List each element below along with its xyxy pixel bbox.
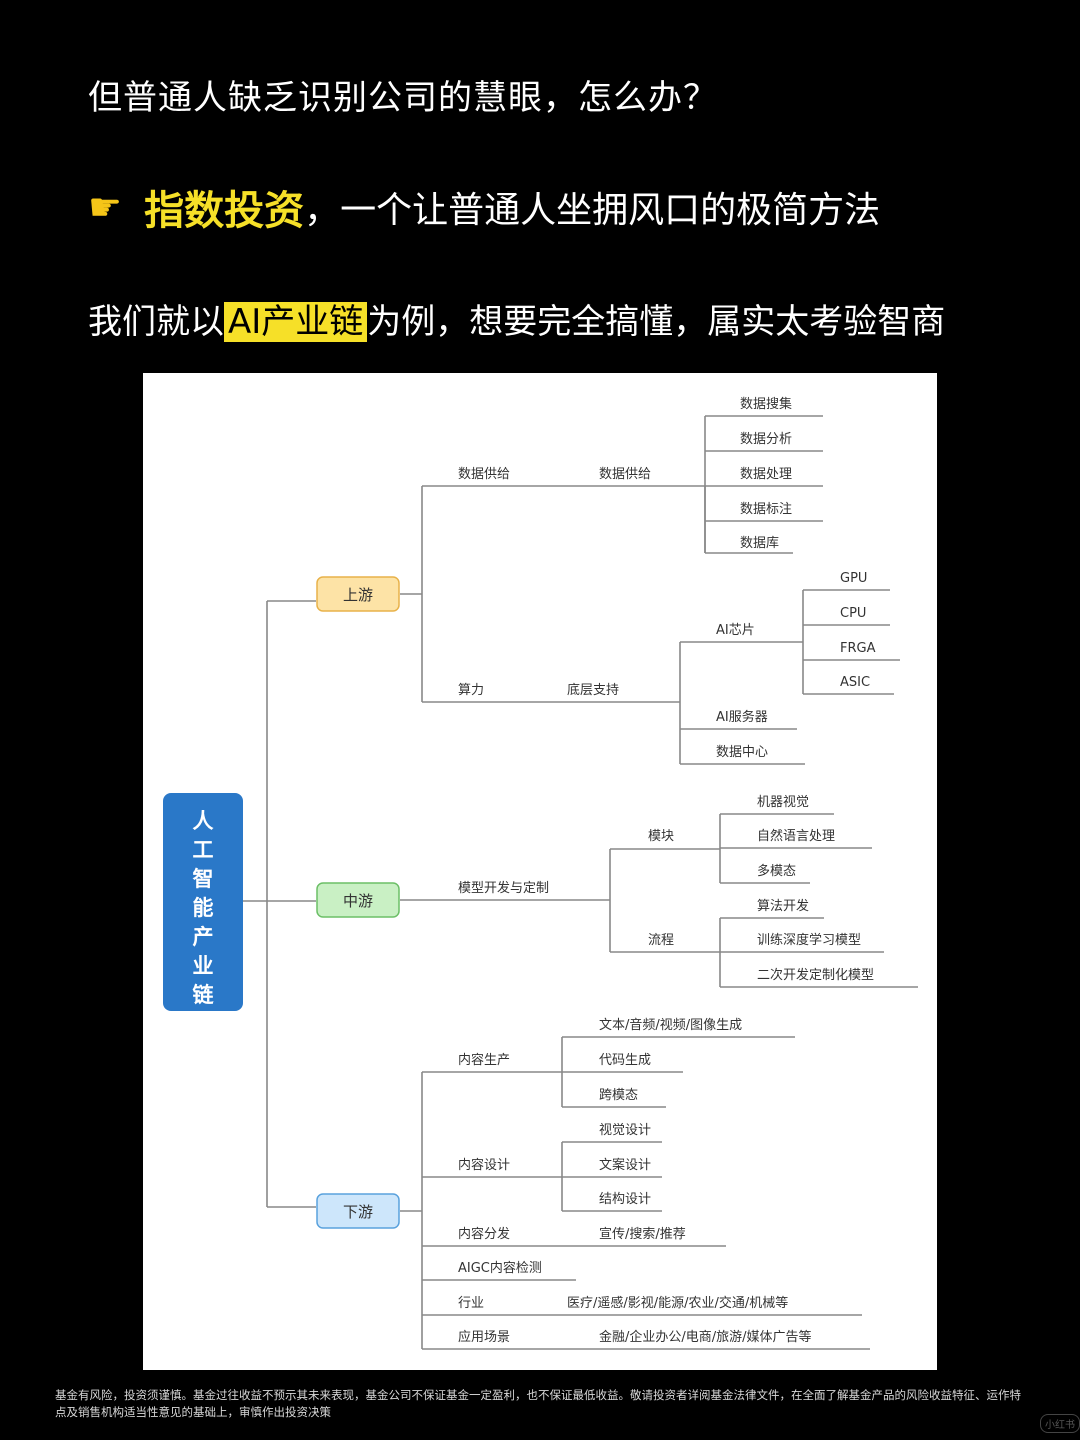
module: 模块 xyxy=(648,829,674,844)
data-item: 数据搜集 xyxy=(740,396,792,412)
root-node-label: 人工智能产业链 xyxy=(193,809,215,1007)
content-distribution-item: 宣传/搜索/推荐 xyxy=(599,1226,686,1242)
content-distribution: 内容分发 xyxy=(458,1226,510,1242)
content-production-item: 文本/音频/视频/图像生成 xyxy=(599,1017,742,1033)
upstream-data-supply: 数据供给 xyxy=(458,467,510,482)
upstream-compute-sub: 底层支持 xyxy=(567,682,619,698)
chip-item: FRGA xyxy=(840,641,876,656)
watermark-logo: 小红书 xyxy=(1040,1414,1080,1433)
heading-question: 但普通人缺乏识别公司的慧眼，怎么办？ xyxy=(88,78,718,118)
content-production: 内容生产 xyxy=(458,1052,510,1068)
midstream-label: 中游 xyxy=(343,892,373,910)
upstream-node xyxy=(316,576,400,612)
downstream-node xyxy=(316,1193,400,1229)
content-production-item: 代码生成 xyxy=(599,1053,651,1068)
ai-industry-chain-mindmap: 人工智能产业链 上游 中游 下游 数据供给 数据供给 数据搜集 数据分析 数据处… xyxy=(143,373,937,1370)
upstream-data-supply-sub: 数据供给 xyxy=(599,467,651,482)
process: 流程 xyxy=(648,933,674,948)
process-item: 二次开发定制化模型 xyxy=(757,967,874,983)
content-design-item: 结构设计 xyxy=(599,1192,651,1207)
industry-item: 医疗/遥感/影视/能源/农业/交通/机械等 xyxy=(567,1295,788,1311)
process-item: 算法开发 xyxy=(757,898,809,914)
data-item: 数据标注 xyxy=(740,502,792,517)
pointing-hand-icon: ☛ xyxy=(88,185,123,229)
downstream-label: 下游 xyxy=(343,1203,373,1221)
heading-ai-chain-after: 为例，想要完全搞懂，属实太考验智商 xyxy=(367,302,946,342)
data-item: 数据分析 xyxy=(740,432,792,447)
chip-item: CPU xyxy=(840,606,866,621)
content-design: 内容设计 xyxy=(458,1157,510,1173)
ai-chip: AI芯片 xyxy=(716,623,755,638)
content-design-item: 文案设计 xyxy=(599,1158,651,1173)
root-node xyxy=(163,793,243,1011)
model-development: 模型开发与定制 xyxy=(458,880,549,896)
data-center: 数据中心 xyxy=(716,745,768,760)
application-scenario-item: 金融/企业办公/电商/旅游/媒体广告等 xyxy=(599,1329,812,1345)
industry: 行业 xyxy=(458,1296,484,1311)
upstream-label: 上游 xyxy=(343,586,373,604)
chip-item: GPU xyxy=(840,571,867,586)
upstream-compute: 算力 xyxy=(458,683,484,698)
process-item: 训练深度学习模型 xyxy=(757,932,861,948)
highlight-index-investing: 指数投资 xyxy=(144,188,305,234)
module-item: 自然语言处理 xyxy=(757,828,835,844)
risk-disclaimer: 基金有风险，投资须谨慎。基金过往收益不预示其未来表现，基金公司不保证基金一定盈利… xyxy=(55,1388,1021,1419)
application-scenario: 应用场景 xyxy=(458,1329,510,1345)
module-item: 机器视觉 xyxy=(757,795,809,810)
chip-item: ASIC xyxy=(840,675,870,690)
heading-ai-chain-before: 我们就以 xyxy=(88,302,224,342)
aigc-detection: AIGC内容检测 xyxy=(458,1260,542,1276)
module-item: 多模态 xyxy=(757,863,796,879)
highlight-ai-chain: AI产业链 xyxy=(224,302,368,342)
heading-index-investing-rest: ，一个让普通人坐拥风口的极简方法 xyxy=(304,190,881,231)
midstream-node xyxy=(316,882,400,918)
content-production-item: 跨模态 xyxy=(599,1088,638,1103)
data-item: 数据处理 xyxy=(740,467,792,482)
ai-server: AI服务器 xyxy=(716,709,768,725)
content-design-item: 视觉设计 xyxy=(599,1123,651,1138)
data-item: 数据库 xyxy=(740,535,779,551)
heading-index-investing: ☛ 指数投资 ，一个让普通人坐拥风口的极简方法 xyxy=(88,178,880,236)
